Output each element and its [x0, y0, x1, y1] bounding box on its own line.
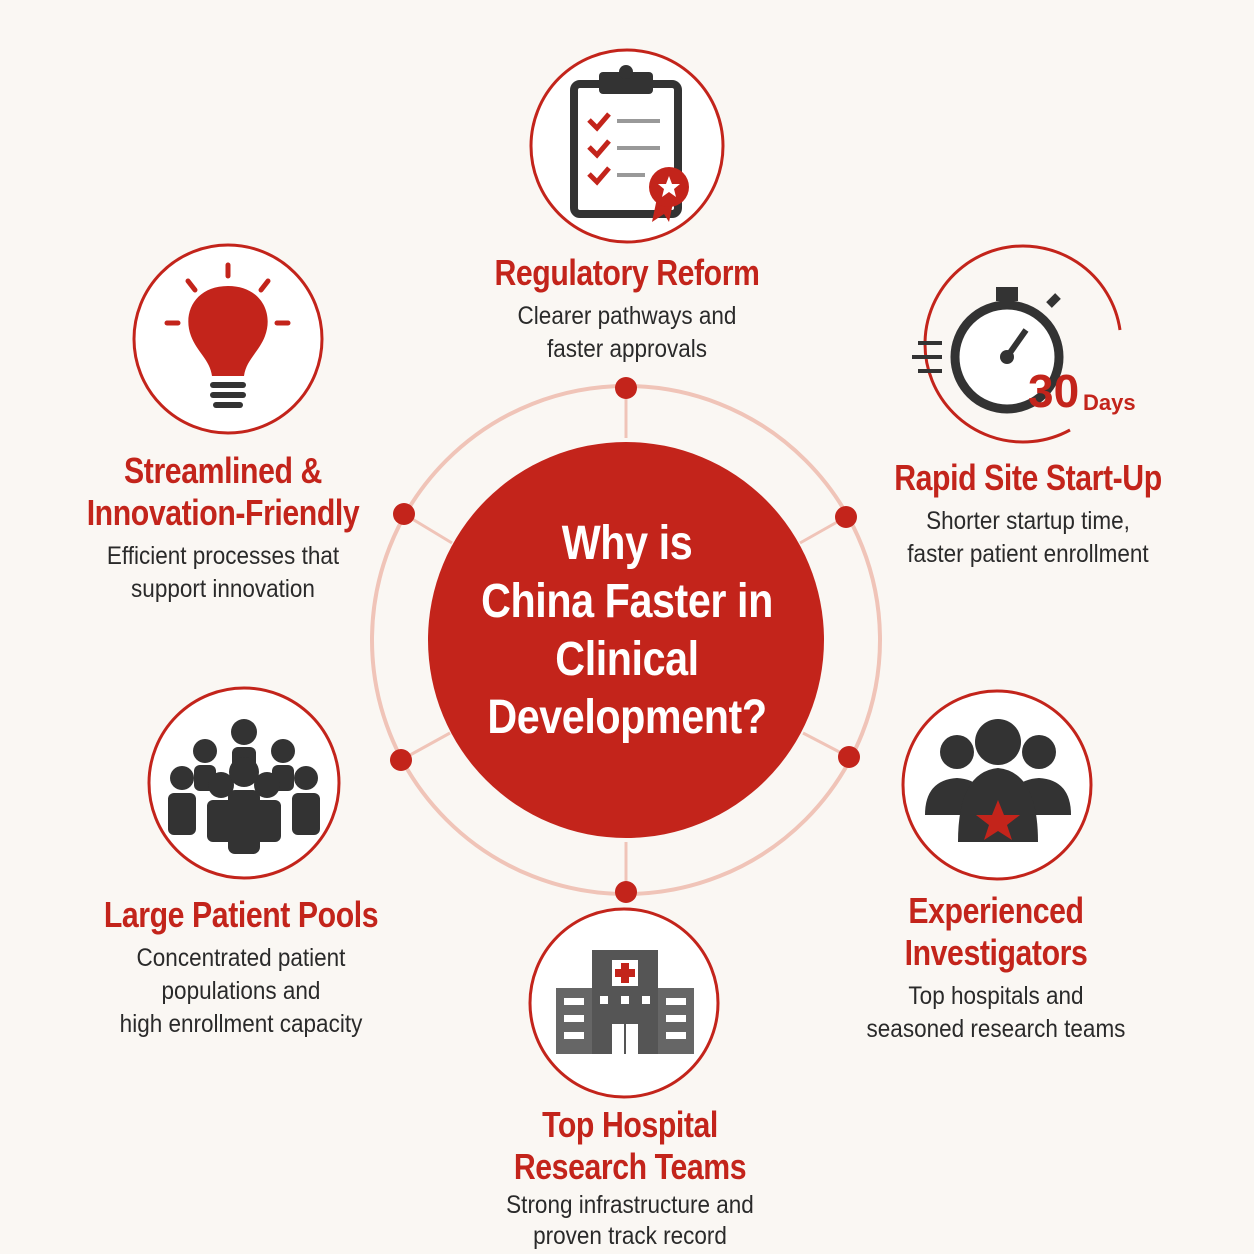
- heading-line: Experienced: [908, 890, 1084, 931]
- heading-line: Large Patient Pools: [103, 894, 379, 935]
- desc-line: Strong infrastructure and: [506, 1191, 754, 1219]
- desc-line: high enrollment capacity: [119, 1010, 363, 1038]
- factor-regulatory: Regulatory Reform Clearer pathways and f…: [427, 252, 827, 366]
- desc-line: faster approvals: [546, 335, 708, 363]
- heading-line: Research Teams: [513, 1146, 747, 1187]
- hospital-icon: [528, 907, 720, 1099]
- center-title-line: Clinical: [555, 633, 699, 686]
- dot-bottom: [615, 881, 637, 903]
- heading-line: Top Hospital: [542, 1104, 718, 1145]
- factor-description: Efficient processes that support innovat…: [43, 540, 403, 606]
- desc-line: Shorter startup time,: [926, 507, 1130, 535]
- center-circle: [428, 442, 824, 838]
- center-title-line: China Faster in: [481, 575, 773, 628]
- clipboard-checklist-icon: [529, 48, 725, 244]
- desc-line: Top hospitals and: [908, 982, 1084, 1010]
- heading-line: Rapid Site Start-Up: [894, 457, 1162, 498]
- stopwatch-icon: 30 Days: [912, 244, 1136, 444]
- factor-heading: Regulatory Reform: [459, 252, 795, 294]
- factor-heading: Rapid Site Start-Up: [860, 457, 1196, 499]
- heading-line: Innovation-Friendly: [86, 492, 360, 533]
- desc-line: faster patient enrollment: [907, 540, 1149, 568]
- factor-heading: Large Patient Pools: [73, 894, 409, 936]
- center-title-line: Why is: [561, 517, 693, 570]
- center-title-line: Development?: [487, 691, 767, 744]
- factor-heading: Experienced Investigators: [828, 890, 1164, 974]
- factor-heading: Top Hospital Research Teams: [462, 1104, 798, 1188]
- heading-line: Investigators: [904, 932, 1088, 973]
- desc-line: Efficient processes that: [106, 542, 340, 570]
- crowd-icon: [147, 686, 341, 880]
- factor-startup: Rapid Site Start-Up Shorter startup time…: [828, 457, 1228, 571]
- desc-line: support innovation: [131, 575, 315, 603]
- center-title: Why is China Faster in Clinical Developm…: [466, 515, 788, 747]
- dot-top-right: [835, 506, 857, 528]
- heading-line: Streamlined &: [124, 450, 322, 491]
- factor-hospital: Top Hospital Research Teams Strong infra…: [430, 1104, 830, 1252]
- team-star-icon: [901, 689, 1093, 881]
- factor-description: Strong infrastructure and proven track r…: [450, 1190, 810, 1252]
- factor-description: Concentrated patient populations and hig…: [61, 942, 421, 1041]
- dot-bottom-left: [390, 749, 412, 771]
- factor-description: Clearer pathways and faster approvals: [447, 300, 807, 366]
- desc-line: populations and: [161, 977, 321, 1005]
- lightbulb-icon: [132, 243, 324, 435]
- heading-line: Regulatory Reform: [494, 252, 760, 293]
- factor-patients: Large Patient Pools Concentrated patient…: [41, 894, 441, 1041]
- dot-bottom-right: [838, 746, 860, 768]
- days-unit: Days: [1083, 390, 1136, 415]
- dot-top: [615, 377, 637, 399]
- factor-innovation: Streamlined & Innovation-Friendly Effici…: [23, 450, 423, 606]
- factor-description: Top hospitals and seasoned research team…: [816, 980, 1176, 1046]
- desc-line: Concentrated patient: [136, 944, 346, 972]
- dot-top-left: [393, 503, 415, 525]
- factor-heading: Streamlined & Innovation-Friendly: [55, 450, 391, 534]
- factor-investigators: Experienced Investigators Top hospitals …: [796, 890, 1196, 1046]
- desc-line: Clearer pathways and: [517, 302, 737, 330]
- desc-line: seasoned research teams: [866, 1015, 1126, 1043]
- factor-description: Shorter startup time, faster patient enr…: [848, 505, 1208, 571]
- desc-line: proven track record: [533, 1222, 727, 1250]
- days-number: 30: [1028, 365, 1079, 417]
- connector-dots: [390, 377, 860, 903]
